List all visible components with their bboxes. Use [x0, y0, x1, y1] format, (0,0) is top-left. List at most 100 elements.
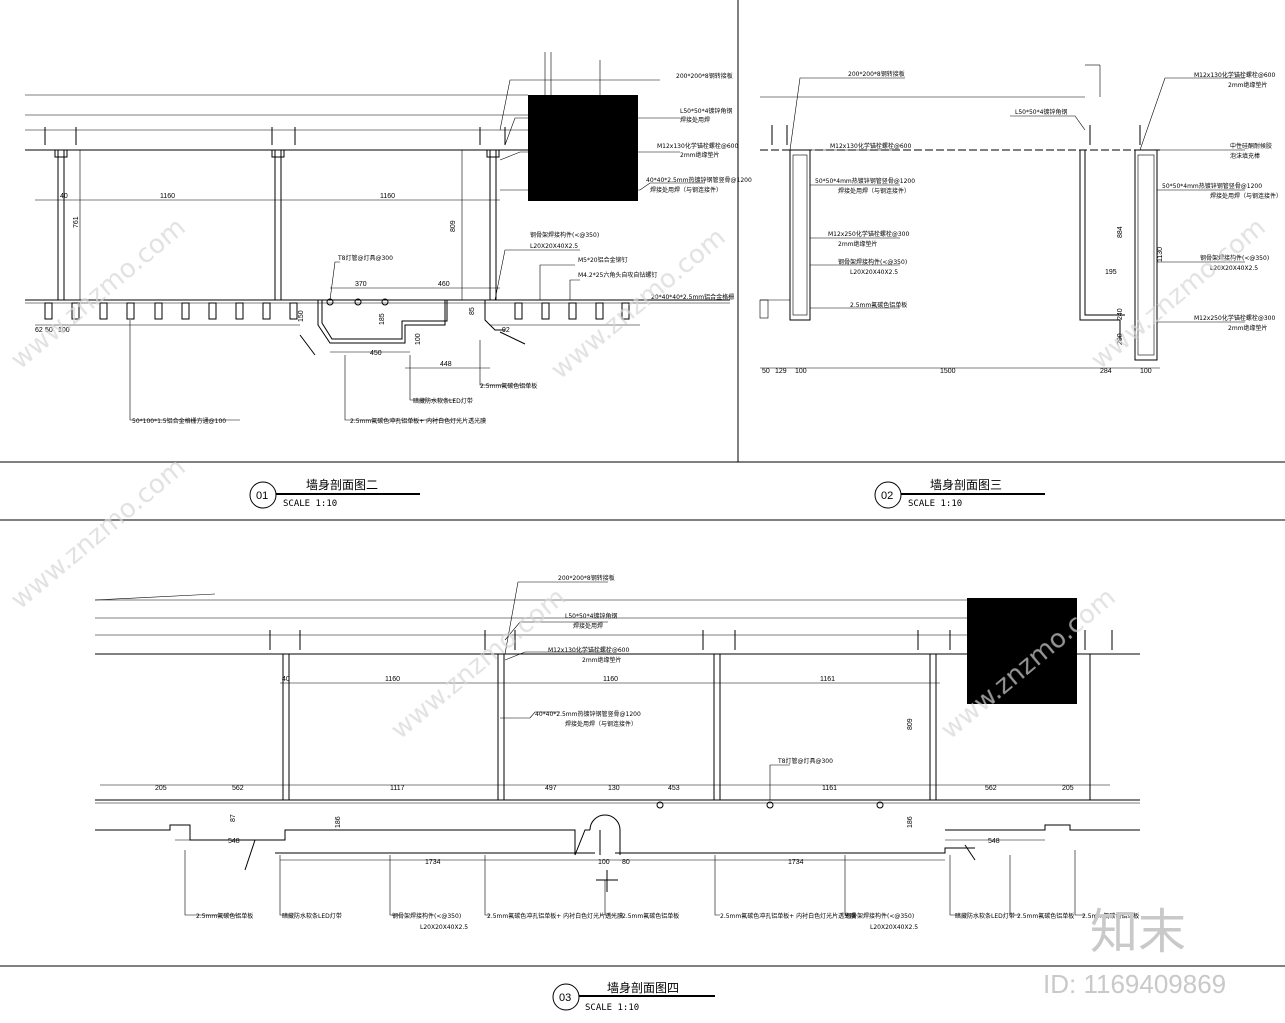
- dim-1130: 1130: [1157, 247, 1164, 262]
- dim-205-b: 205: [1062, 785, 1074, 792]
- dim-205: 205: [155, 785, 167, 792]
- label-led-strip: 暗藏防水软条LED灯带: [413, 397, 473, 405]
- beam-section: [528, 95, 638, 201]
- dim-40: 40: [282, 676, 290, 683]
- label-panel-2: 2.5mm氟碳色铝单板: [622, 912, 679, 920]
- dim-130: 130: [608, 785, 620, 792]
- dim-1160-b: 1160: [603, 676, 618, 683]
- right-wall-panel: [1134, 149, 1158, 361]
- ceiling-left: [95, 824, 590, 856]
- label-panel-3: 2.5mm氟碳色铝单板: [1017, 912, 1074, 920]
- label-insulation-pad-right: 2mm绝缘垫片: [1228, 81, 1268, 89]
- label-perforated-panel-2: 2.5mm氟碳色冲孔铝单板+ 内衬白色灯光片透光膜: [720, 912, 856, 920]
- label-angle-spec: L20X20X40X2.5: [530, 243, 578, 250]
- dim-195: 195: [1105, 269, 1117, 276]
- dim-100-b: 100: [415, 333, 422, 345]
- dim-1117: 1117: [390, 785, 405, 792]
- label-steel-tube: 40*40*2.5mm热镀锌钢管竖骨@1200: [646, 176, 752, 184]
- dim-453: 453: [668, 785, 680, 792]
- detail-title: 墙身剖面图三: [930, 477, 1002, 492]
- dim-200: 200: [1117, 333, 1124, 345]
- left-wall-panel: [789, 149, 811, 321]
- label-insulation-pad: 2mm绝缘垫片: [582, 656, 622, 664]
- label-frame-member: 钢骨架焊接构件(<@350): [530, 231, 599, 239]
- dim-240: 240: [1117, 308, 1124, 320]
- label-steel-plate: 200*200*8钢转接板: [558, 574, 615, 582]
- dim-884: 884: [1117, 226, 1124, 238]
- label-sealant: 中性硅酮耐候胶: [1230, 142, 1272, 150]
- label-panel-1: 2.5mm氟碳色铝单板: [196, 912, 253, 920]
- dim-548-b: 548: [988, 838, 1000, 845]
- label-frame-member-2: 钢骨架焊接构件(<@350): [845, 912, 914, 920]
- dim-1160-a: 1160: [385, 676, 400, 683]
- dim-460: 460: [438, 281, 450, 288]
- detail-title: 墙身剖面图四: [607, 980, 679, 995]
- label-steel-plate: 200*200*8钢转接板: [676, 72, 733, 80]
- detail-01: 1160 1160 40 761 809 370 460 450 448 62 …: [25, 52, 752, 425]
- dim-370: 370: [355, 281, 367, 288]
- dim-761: 761: [73, 216, 80, 228]
- dim-62: 62: [35, 327, 43, 334]
- dim-1161: 1161: [820, 676, 835, 683]
- detail-number: 02: [881, 490, 893, 502]
- label-angle-spec-1: L20X20X40X2.5: [420, 924, 468, 931]
- label-tube-weld-right: 焊接处用焊（与钢连接件）: [1210, 192, 1282, 200]
- dim-1161-b: 1161: [822, 785, 837, 792]
- label-steel-tube: 40*40*2.5mm热镀锌钢管竖骨@1200: [535, 710, 641, 718]
- watermark-text: www.znzmo.com: [1085, 212, 1271, 375]
- label-led-strip-1: 暗藏防水软条LED灯带: [282, 912, 342, 920]
- posts: [44, 127, 506, 300]
- label-angle-steel: L50*50*4镀锌角钢: [1015, 108, 1067, 116]
- dim-1734-b: 1734: [788, 859, 804, 866]
- label-tube-weld: 焊接处用焊（与钢连接件）: [838, 187, 910, 195]
- dim-448: 448: [440, 361, 452, 368]
- label-weld-note: 焊接处用焊: [573, 622, 603, 630]
- dim-50: 50: [45, 327, 53, 334]
- detail-03: 1160 1160 1161 809 40 205 562 1117 497 1…: [94, 574, 1140, 931]
- detail-number: 03: [559, 992, 571, 1004]
- label-foam-rod: 泡沫填充棒: [1230, 152, 1260, 160]
- watermark-text: www.znzmo.com: [5, 212, 191, 375]
- label-rivet: M5*20铝合金铆钉: [578, 256, 628, 264]
- dim-1160-b: 1160: [380, 193, 395, 200]
- detail-number: 01: [256, 490, 268, 502]
- brand-logo: 知末: [1090, 904, 1186, 960]
- label-angle-steel: L50*50*4镀锌角钢: [680, 107, 732, 115]
- label-frame-member-right: 钢骨架焊接构件(<@350): [1200, 254, 1269, 262]
- label-angle-steel: L50*50*4镀锌角钢: [565, 612, 617, 620]
- dim-497: 497: [545, 785, 557, 792]
- dim-284: 284: [1100, 368, 1112, 375]
- label-led-strip-2: 暗藏防水软条LED灯带: [955, 912, 1015, 920]
- dim-150: 150: [298, 310, 305, 322]
- label-angle-spec-right: L20X20X40X2.5: [1210, 265, 1258, 272]
- dim-548: 548: [228, 838, 240, 845]
- detail-scale: SCALE 1:10: [908, 499, 962, 509]
- dim-85: 85: [469, 307, 476, 315]
- label-anchor-bolt-right: M12x130化学锚栓螺栓@600: [1194, 71, 1275, 79]
- label-grille-tube: 50*100*1.5铝合金格栅方通@100: [132, 417, 226, 425]
- label-angle-spec-2: L20X20X40X2.5: [870, 924, 918, 931]
- label-anchor-bolt: M12x130化学锚栓螺栓@600: [830, 142, 911, 150]
- label-steel-plate: 200*200*8钢转接板: [848, 70, 905, 78]
- label-anchor-bolt: M12x130化学锚栓螺栓@600: [548, 646, 629, 654]
- dim-1734: 1734: [425, 859, 441, 866]
- dim-562: 562: [232, 785, 244, 792]
- label-weld-note: 焊接处用焊: [680, 116, 710, 124]
- dim-80: 80: [622, 859, 630, 866]
- image-id: ID: 1169409869: [1043, 969, 1226, 999]
- title-block-02: 02 墙身剖面图三 SCALE 1:10: [874, 477, 1045, 509]
- label-insulation-pad-250: 2mm绝缘垫片: [1228, 324, 1268, 332]
- label-tube-weld: 焊接处用焊（与钢连接件）: [650, 186, 722, 194]
- dim-100: 100: [58, 327, 70, 334]
- watermarks: www.znzmo.com www.znzmo.com www.znzmo.co…: [5, 212, 1271, 745]
- watermark-text: www.znzmo.com: [385, 582, 571, 745]
- beam-section: [967, 598, 1077, 704]
- label-screw: M4.2*25六角头自攻自钻螺钉: [578, 271, 657, 279]
- label-panel-4: 2.5mm氟碳色铝单板: [1082, 912, 1139, 920]
- dim-100: 100: [795, 368, 807, 375]
- dim-50: 50: [762, 368, 770, 375]
- label-angle-spec: L20X20X40X2.5: [850, 269, 898, 276]
- label-anchor-bolt-250-right: M12x250化学锚栓螺栓@300: [1194, 314, 1275, 322]
- dim-100: 100: [598, 859, 610, 866]
